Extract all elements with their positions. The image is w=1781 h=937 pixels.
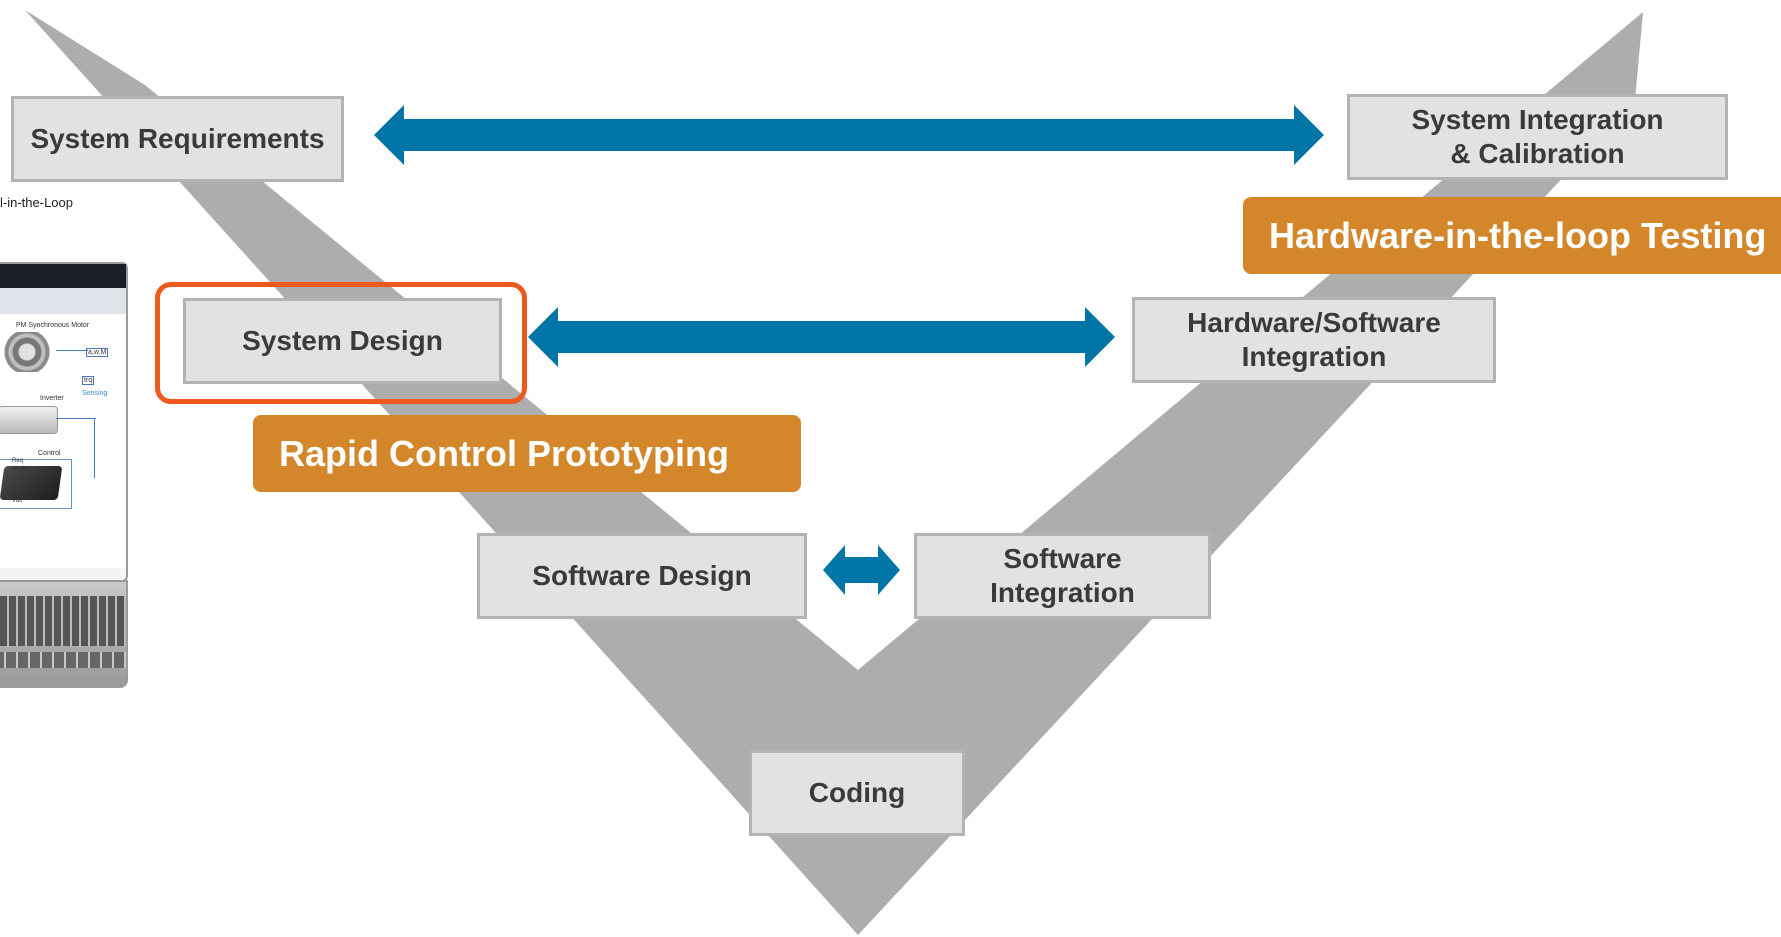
laptop-thumbnail: PM Synchronous Motor a,w,M trq Sensing I… (0, 262, 130, 702)
req-label: Req (12, 458, 24, 464)
laptop-caption: l-in-the-Loop (0, 195, 73, 210)
laptop-keyboard (0, 580, 128, 688)
motor-image (4, 332, 50, 372)
trq-label: trq (82, 376, 95, 385)
software-design-box: Software Design (477, 533, 807, 619)
hardware-software-integration-box: Hardware/Software Integration (1132, 297, 1496, 383)
keyboard-keys (0, 596, 126, 646)
vdc-label: Vdc (12, 498, 23, 504)
wire (94, 418, 95, 478)
coding-box: Coding (749, 750, 965, 836)
wire (56, 350, 88, 351)
system-requirements-box: System Requirements (11, 96, 344, 182)
system-integration-box: System Integration & Calibration (1347, 94, 1728, 180)
double-arrow-small (823, 545, 900, 595)
inverter-image (0, 406, 58, 434)
model-canvas: PM Synchronous Motor a,w,M trq Sensing I… (0, 314, 126, 568)
double-arrow-top (374, 105, 1324, 165)
inverter-label: Inverter (40, 395, 64, 402)
rapid-control-prototyping-banner: Rapid Control Prototyping (253, 415, 801, 492)
motor-label: PM Synchronous Motor (16, 322, 90, 329)
wire (56, 418, 96, 419)
hil-testing-banner: Hardware-in-the-loop Testing (1243, 197, 1781, 274)
iabc-label: iabc (12, 490, 24, 496)
sensing-label: Sensing (82, 390, 108, 397)
angle-label: Angle (12, 466, 28, 472)
laptop-screen: PM Synchronous Motor a,w,M trq Sensing I… (0, 262, 128, 582)
software-integration-box: Software Integration (914, 533, 1211, 619)
double-arrow-middle (528, 307, 1115, 367)
laptop-bezel (0, 264, 126, 288)
wm-label: a,w,M (86, 348, 109, 357)
system-design-box: System Design (183, 298, 502, 384)
app-toolbar (0, 288, 126, 314)
control-subsystem (0, 459, 72, 509)
controller-image (0, 466, 63, 500)
control-label: Control (38, 450, 61, 457)
system-design-highlight (155, 282, 527, 404)
keyboard-keys-row (0, 652, 126, 668)
